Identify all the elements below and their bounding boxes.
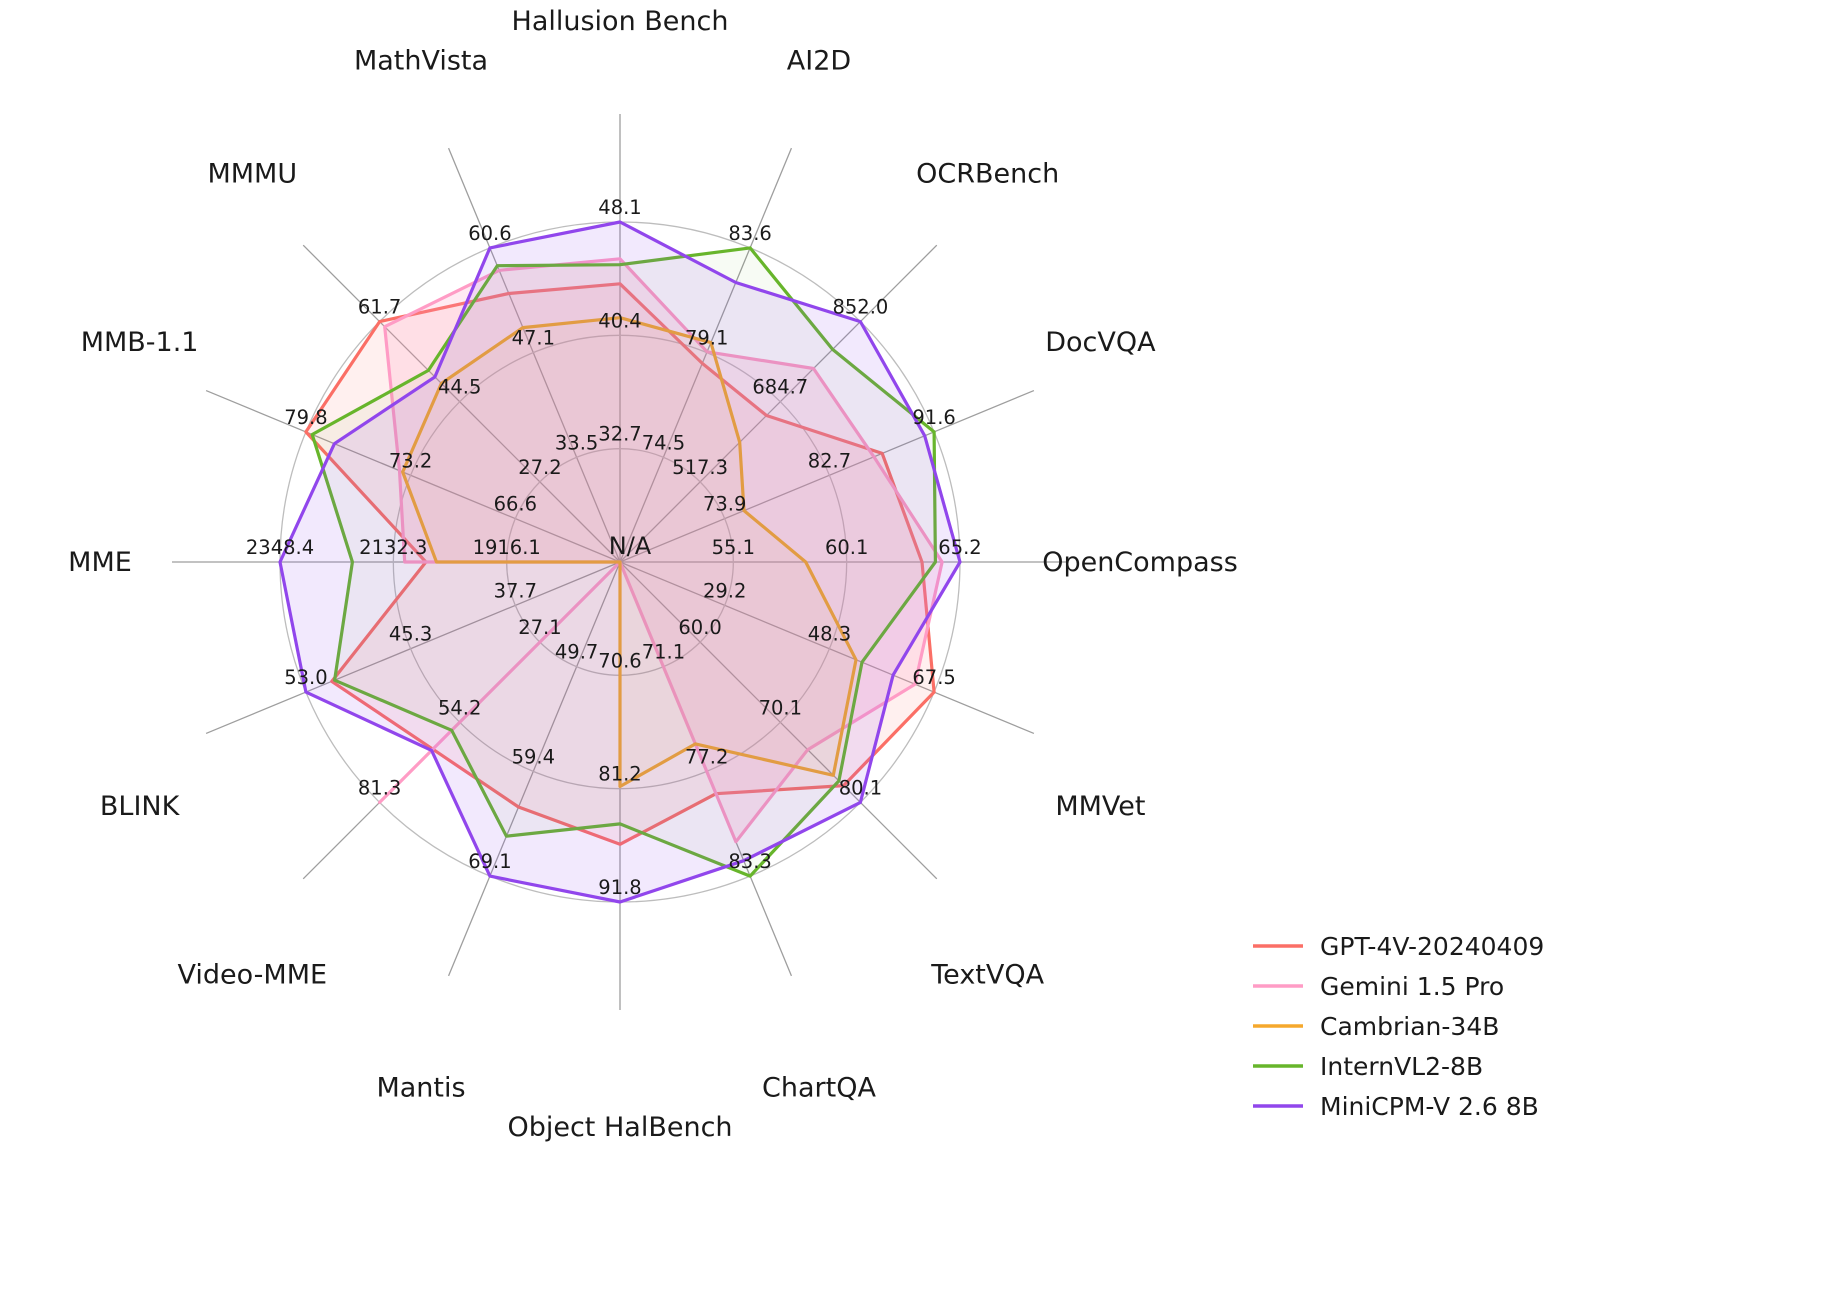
- tick-label-object-halbench-2: 91.8: [598, 876, 641, 899]
- legend-item-gemini-1-5-pro: Gemini 1.5 Pro: [1253, 972, 1504, 1001]
- axis-spoke-mmvet: [619, 561, 1035, 735]
- tick-label-ai2d-2: 83.6: [728, 222, 771, 245]
- legend-item-cambrian-34b: Cambrian-34B: [1253, 1012, 1499, 1041]
- axis-spoke-mathvista: [447, 147, 621, 563]
- axis-label-ai2d: AI2D: [787, 46, 851, 77]
- axis-label-docvqa: DocVQA: [1045, 327, 1156, 358]
- axis-spoke-blink: [205, 561, 621, 735]
- tick-label-blink-2: 53.0: [284, 666, 327, 689]
- legend-item-gpt-4v-20240409: GPT-4V-20240409: [1253, 932, 1544, 961]
- axis-label-chartqa: ChartQA: [762, 1072, 876, 1103]
- axis-label-opencompass: OpenCompass: [1042, 547, 1238, 578]
- tick-label-docvqa-2: 91.6: [912, 406, 955, 429]
- tick-label-opencompass-1: 60.1: [825, 536, 868, 559]
- axis-label-blink: BLINK: [100, 791, 181, 822]
- axis-spoke-ai2d: [619, 147, 793, 563]
- tick-label-ai2d-0: 74.5: [642, 431, 685, 454]
- axis-spoke-mmb-1-1: [205, 389, 621, 563]
- axis-label-mme: MME: [68, 547, 132, 578]
- legend-item-minicpm-v-2-6-8b: MiniCPM-V 2.6 8B: [1253, 1092, 1539, 1121]
- axis-spoke-mmmu: [302, 244, 621, 563]
- tick-label-ocrbench-0: 517.3: [672, 456, 728, 479]
- tick-label-mmvet-1: 48.3: [808, 623, 851, 646]
- tick-label-mantis-2: 69.1: [468, 850, 511, 873]
- tick-label-video-mme-2: 81.3: [358, 776, 401, 799]
- tick-label-textvqa-2: 80.1: [839, 776, 882, 799]
- legend-label-cambrian-34b: Cambrian-34B: [1320, 1012, 1499, 1041]
- tick-label-chartqa-2: 83.3: [728, 850, 771, 873]
- tick-label-hallusion-bench-0: 32.7: [598, 423, 641, 446]
- axis-label-mmvet: MMVet: [1055, 791, 1145, 822]
- axis-spoke-ocrbench: [619, 244, 938, 563]
- legend-label-gemini-1-5-pro: Gemini 1.5 Pro: [1320, 972, 1504, 1001]
- tick-label-mmvet-2: 67.5: [912, 666, 955, 689]
- axis-label-textvqa: TextVQA: [930, 960, 1044, 991]
- axis-label-ocrbench: OCRBench: [916, 158, 1059, 189]
- axis-label-hallusion-bench: Hallusion Bench: [512, 6, 729, 37]
- tick-label-chartqa-1: 77.2: [685, 745, 728, 768]
- tick-label-ocrbench-1: 684.7: [752, 376, 808, 399]
- tick-label-mantis-1: 59.4: [512, 745, 555, 768]
- tick-label-opencompass-2: 65.2: [938, 536, 981, 559]
- tick-label-hallusion-bench-2: 48.1: [598, 196, 641, 219]
- axis-label-object-halbench: Object HalBench: [507, 1112, 732, 1143]
- axis-spoke-textvqa: [619, 561, 938, 880]
- tick-label-blink-0: 37.7: [494, 579, 537, 602]
- grid-ring-2: [392, 334, 848, 790]
- tick-label-docvqa-1: 82.7: [808, 449, 851, 472]
- tick-label-mmb-1-1-2: 79.8: [284, 406, 327, 429]
- legend-label-gpt-4v-20240409: GPT-4V-20240409: [1320, 932, 1544, 961]
- tick-label-mmb-1-1-1: 73.2: [389, 449, 432, 472]
- legend-label-internvl2-8b: InternVL2-8B: [1320, 1052, 1483, 1081]
- tick-label-mmvet-0: 29.2: [703, 579, 746, 602]
- tick-label-video-mme-1: 54.2: [438, 696, 481, 719]
- tick-label-hallusion-bench-1: 40.4: [598, 309, 641, 332]
- tick-label-textvqa-1: 70.1: [759, 696, 802, 719]
- tick-label-video-mme-0: 27.1: [518, 616, 561, 639]
- series-polygon-minicpm-v-2-6-8b: [278, 220, 962, 904]
- tick-label-object-halbench-0: 70.6: [598, 649, 641, 672]
- axis-spoke-mantis: [447, 561, 621, 977]
- tick-label-object-halbench-1: 81.2: [598, 763, 641, 786]
- series-polygon-cambrian-34b: [401, 316, 858, 789]
- tick-label-mathvista-1: 47.1: [512, 327, 555, 350]
- tick-label-ai2d-1: 79.1: [685, 327, 728, 350]
- tick-label-mmmu-1: 44.5: [438, 376, 481, 399]
- tick-label-mmb-1-1-0: 66.6: [494, 493, 537, 516]
- tick-label-mme-2: 2348.4: [246, 536, 314, 559]
- axis-label-mathvista: MathVista: [354, 46, 488, 77]
- series-polygon-gemini-1-5-pro: [378, 257, 944, 844]
- legend-label-minicpm-v-2-6-8b: MiniCPM-V 2.6 8B: [1320, 1092, 1539, 1121]
- tick-label-mathvista-0: 33.5: [555, 431, 598, 454]
- tick-label-docvqa-0: 73.9: [703, 493, 746, 516]
- tick-label-chartqa-0: 71.1: [642, 641, 685, 664]
- axis-label-video-mme: Video-MME: [178, 960, 328, 991]
- series-polygon-internvl2-8b: [310, 246, 938, 878]
- tick-label-blink-1: 45.3: [389, 623, 432, 646]
- tick-label-mmmu-2: 61.7: [358, 296, 401, 319]
- tick-label-mathvista-2: 60.6: [468, 222, 511, 245]
- tick-label-ocrbench-2: 852.0: [832, 296, 888, 319]
- center-label: N/A: [609, 532, 652, 560]
- legend-item-internvl2-8b: InternVL2-8B: [1253, 1052, 1483, 1081]
- tick-label-mme-1: 2132.3: [359, 536, 427, 559]
- axis-spoke-docvqa: [619, 389, 1035, 563]
- tick-label-opencompass-0: 55.1: [712, 536, 755, 559]
- tick-label-textvqa-0: 60.0: [678, 616, 721, 639]
- axis-label-mantis: Mantis: [376, 1072, 465, 1103]
- axis-label-mmb-1-1: MMB-1.1: [81, 327, 199, 358]
- tick-label-mme-0: 1916.1: [473, 536, 541, 559]
- tick-label-mmmu-0: 27.2: [518, 456, 561, 479]
- tick-label-mantis-0: 49.7: [555, 641, 598, 664]
- axis-label-mmmu: MMMU: [207, 158, 297, 189]
